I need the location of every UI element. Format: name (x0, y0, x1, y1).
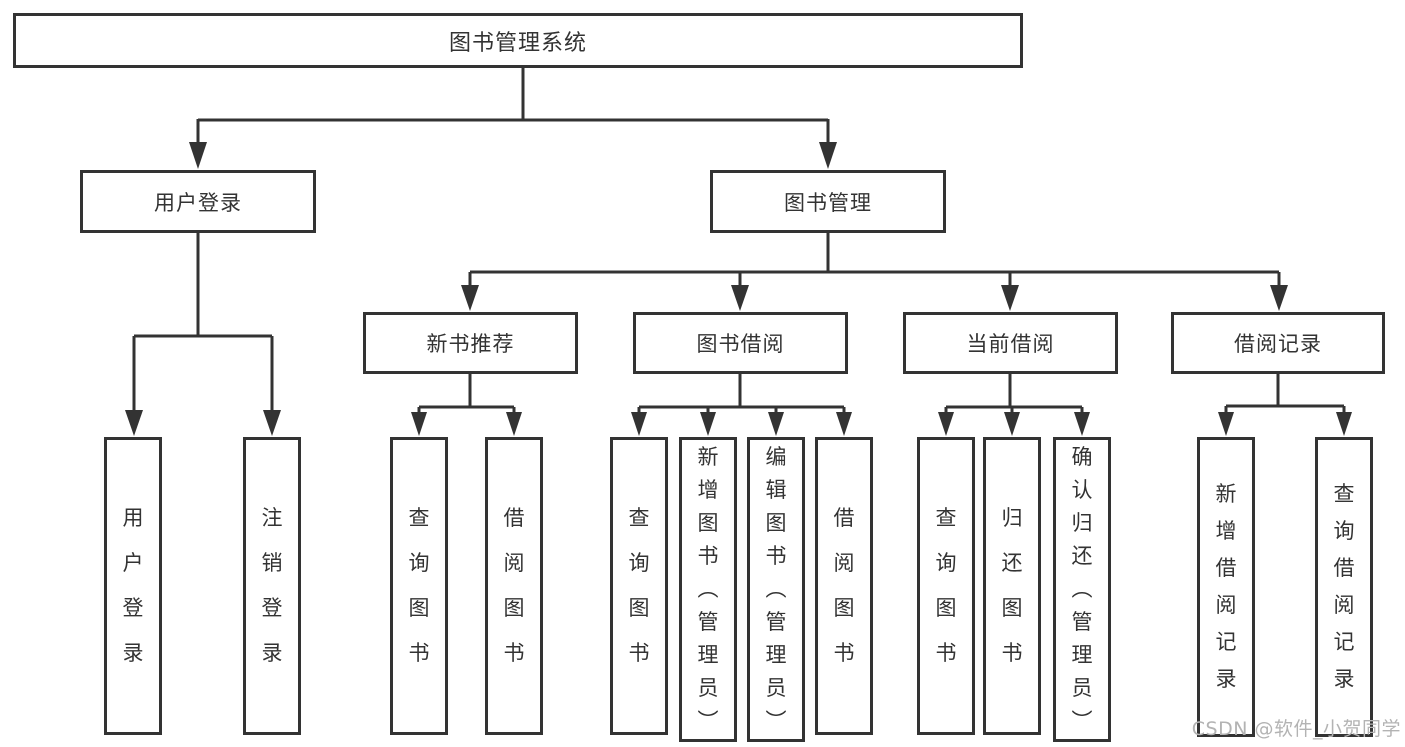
leaf-recommend-query-books: 查询图书 (390, 437, 448, 735)
leaf-logout: 注销登录 (243, 437, 301, 735)
node-library-system: 图书管理系统 (13, 13, 1023, 68)
node-borrow-record: 借阅记录 (1171, 312, 1385, 374)
leaf-borrow-edit-books-admin: 编辑图书︵管理员︶ (747, 437, 805, 742)
node-new-book-recommend: 新书推荐 (363, 312, 578, 374)
leaf-borrow-query-books: 查询图书 (610, 437, 668, 735)
leaf-current-return-books: 归还图书 (983, 437, 1041, 735)
arrowheads (125, 142, 1352, 436)
leaf-borrow-add-books-admin: 新增图书︵管理员︶ (679, 437, 737, 742)
leaf-recommend-borrow-books: 借阅图书 (485, 437, 543, 735)
node-book-borrow: 图书借阅 (633, 312, 848, 374)
leaf-user-login: 用户登录 (104, 437, 162, 735)
leaf-record-query: 查询借阅记录 (1315, 437, 1373, 737)
leaf-current-confirm-return-admin: 确认归还︵管理员︶ (1053, 437, 1111, 742)
leaf-borrow-borrow-books: 借阅图书 (815, 437, 873, 735)
leaf-current-query-books: 查询图书 (917, 437, 975, 735)
node-current-borrow: 当前借阅 (903, 312, 1118, 374)
csdn-watermark: CSDN @软件_小贺同学 (1191, 718, 1401, 740)
node-book-management: 图书管理 (710, 170, 946, 233)
leaf-record-add: 新增借阅记录 (1197, 437, 1255, 737)
node-user-login: 用户登录 (80, 170, 316, 233)
